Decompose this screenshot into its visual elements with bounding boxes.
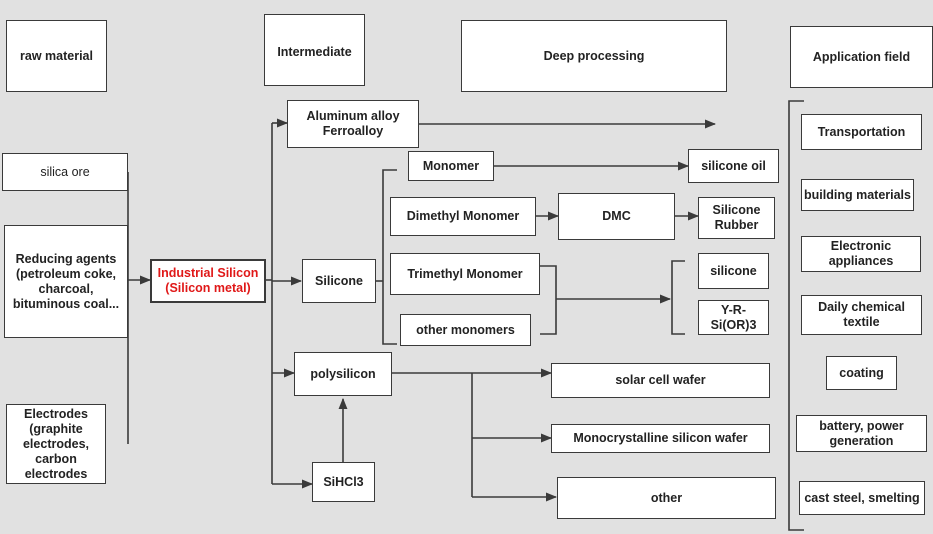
other-product: other <box>557 477 776 519</box>
silicone-oil: silicone oil <box>688 149 779 183</box>
header-application-field: Application field <box>790 26 933 88</box>
silicone-product: silicone <box>698 253 769 289</box>
app-building-materials: building materials <box>801 179 914 211</box>
aluminum-alloy-ferroalloy: Aluminum alloy Ferroalloy <box>287 100 419 148</box>
raw-electrodes: Electrodes (graphite electrodes, carbon … <box>6 404 106 484</box>
solar-cell-wafer: solar cell wafer <box>551 363 770 398</box>
app-electronic-appliances: Electronic appliances <box>801 236 921 272</box>
trimethyl-monomer: Trimethyl Monomer <box>390 253 540 295</box>
silicone-rubber: Silicone Rubber <box>698 197 775 239</box>
app-coating: coating <box>826 356 897 390</box>
app-cast-steel-smelting: cast steel, smelting <box>799 481 925 515</box>
dimethyl-monomer: Dimethyl Monomer <box>390 197 536 236</box>
silicone-intermediate: Silicone <box>302 259 376 303</box>
polysilicon: polysilicon <box>294 352 392 396</box>
monomer: Monomer <box>408 151 494 181</box>
header-intermediate: Intermediate <box>264 14 365 86</box>
other-monomers: other monomers <box>400 314 531 346</box>
app-battery-power-generation: battery, power generation <box>796 415 927 452</box>
raw-silica-ore: silica ore <box>2 153 128 191</box>
header-raw-material: raw material <box>6 20 107 92</box>
sihcl3: SiHCl3 <box>312 462 375 502</box>
app-transportation: Transportation <box>801 114 922 150</box>
app-daily-chemical-textile: Daily chemical textile <box>801 295 922 335</box>
header-deep-processing: Deep processing <box>461 20 727 92</box>
dmc: DMC <box>558 193 675 240</box>
monocrystalline-silicon-wafer: Monocrystalline silicon wafer <box>551 424 770 453</box>
industrial-silicon: Industrial Silicon (Silicon metal) <box>150 259 266 303</box>
y-r-si-or3: Y-R-Si(OR)3 <box>698 300 769 335</box>
raw-reducing-agents: Reducing agents (petroleum coke, charcoa… <box>4 225 128 338</box>
